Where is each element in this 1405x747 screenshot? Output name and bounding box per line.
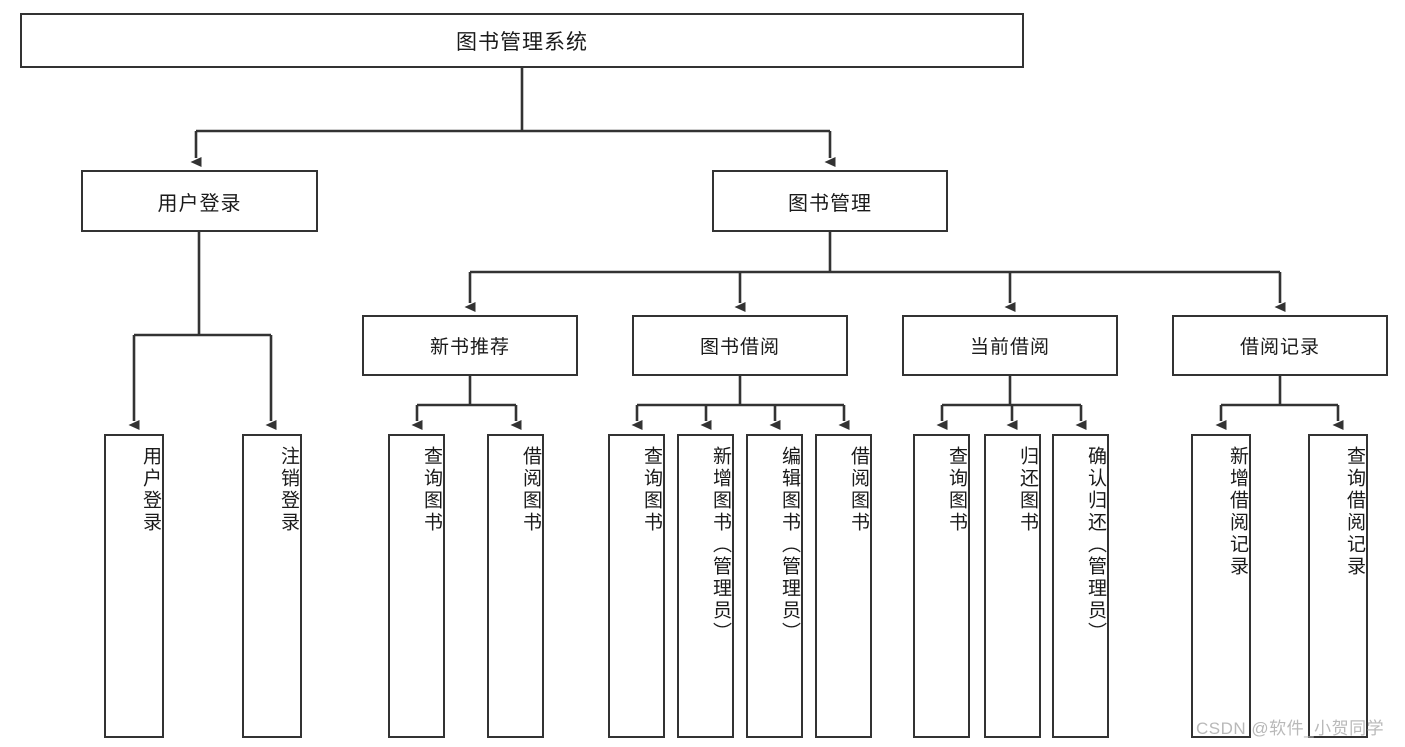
- edge-group-book-borrow: [631, 376, 850, 430]
- leaf-label: 用户登录: [140, 446, 161, 534]
- node-book-borrow[interactable]: 图书借阅: [632, 315, 848, 376]
- leaf-label: 查询借阅记录: [1344, 446, 1365, 578]
- node-new-book-recommend[interactable]: 新书推荐: [362, 315, 578, 376]
- edge-group-root: [190, 68, 836, 167]
- leaf-label: 注销登录: [278, 446, 299, 534]
- leaf-query-book-new[interactable]: 查询图书: [388, 434, 445, 738]
- leaf-label: 新增图书（管理员）: [710, 446, 731, 644]
- leaf-query-book-current[interactable]: 查询图书: [913, 434, 970, 738]
- csdn-watermark: CSDN @软件_小贺同学: [1196, 719, 1385, 738]
- leaf-add-book-admin[interactable]: 新增图书（管理员）: [677, 434, 734, 738]
- leaf-label: 编辑图书（管理员）: [779, 446, 800, 644]
- leaf-borrow-book-new[interactable]: 借阅图书: [487, 434, 544, 738]
- node-borrow-records[interactable]: 借阅记录: [1172, 315, 1388, 376]
- leaf-label: 查询图书: [946, 446, 967, 534]
- leaf-label: 查询图书: [641, 446, 662, 534]
- leaf-query-book-borrow[interactable]: 查询图书: [608, 434, 665, 738]
- leaf-label: 确认归还（管理员）: [1085, 446, 1106, 644]
- leaf-label: 借阅图书: [520, 446, 541, 534]
- leaf-logout[interactable]: 注销登录: [242, 434, 302, 738]
- edge-group-new-books: [411, 376, 522, 430]
- leaf-borrow-book[interactable]: 借阅图书: [815, 434, 872, 738]
- node-user-login[interactable]: 用户登录: [81, 170, 318, 232]
- leaf-label: 新增借阅记录: [1227, 446, 1248, 578]
- edge-group-book-mgmt: [464, 232, 1286, 312]
- leaf-return-book[interactable]: 归还图书: [984, 434, 1041, 738]
- leaf-add-borrow-record[interactable]: 新增借阅记录: [1191, 434, 1251, 738]
- leaf-label: 借阅图书: [848, 446, 869, 534]
- edge-group-current-borrow: [936, 376, 1087, 430]
- edge-group-user-login: [128, 232, 277, 430]
- node-current-borrow[interactable]: 当前借阅: [902, 315, 1118, 376]
- node-root[interactable]: 图书管理系统: [20, 13, 1024, 68]
- leaf-label: 归还图书: [1017, 446, 1038, 534]
- edge-group-borrow-records: [1215, 376, 1344, 430]
- node-book-management[interactable]: 图书管理: [712, 170, 948, 232]
- leaf-label: 查询图书: [421, 446, 442, 534]
- leaf-confirm-return-admin[interactable]: 确认归还（管理员）: [1052, 434, 1109, 738]
- leaf-user-login[interactable]: 用户登录: [104, 434, 164, 738]
- leaf-edit-book-admin[interactable]: 编辑图书（管理员）: [746, 434, 803, 738]
- leaf-query-borrow-record[interactable]: 查询借阅记录: [1308, 434, 1368, 738]
